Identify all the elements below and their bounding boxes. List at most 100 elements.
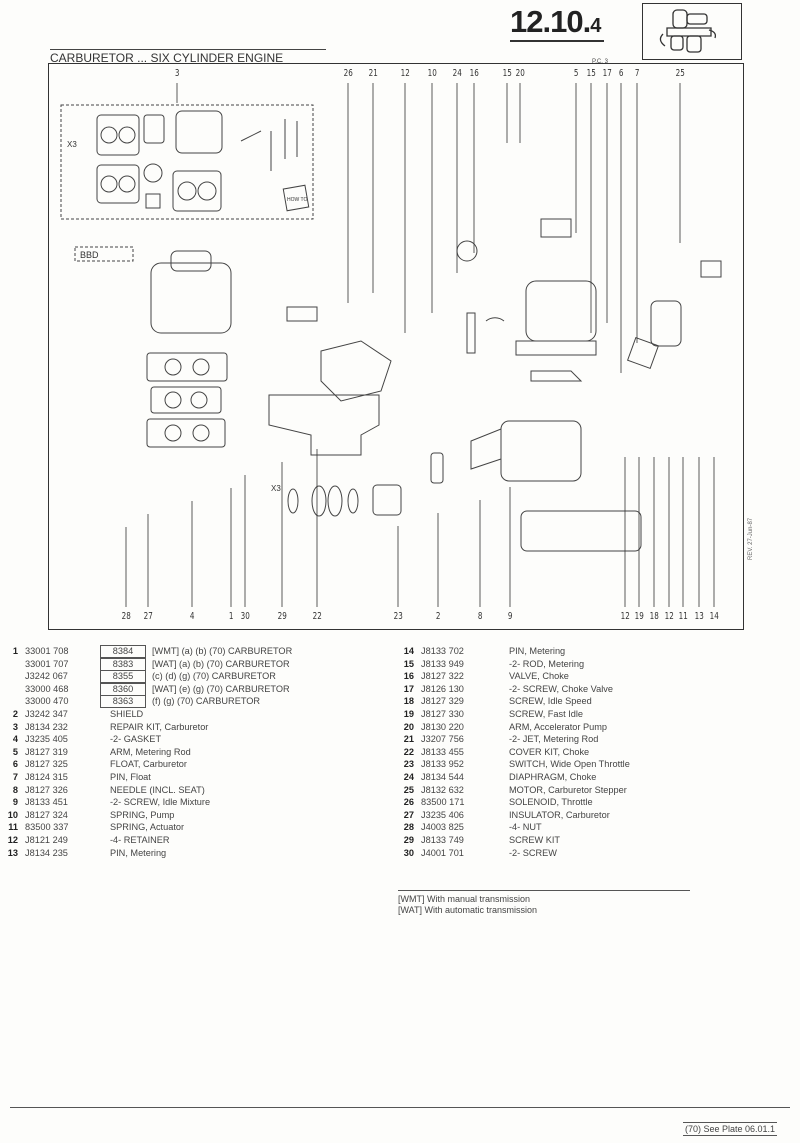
- callout-bottom: 12: [664, 611, 674, 622]
- part-description: SCREW, Idle Speed: [509, 696, 592, 707]
- part-number: J4003 825: [421, 822, 464, 833]
- page-title: CARBURETOR ... SIX CYLINDER ENGINE: [50, 49, 326, 65]
- part-number: 83500 337: [25, 822, 69, 833]
- part-number: J8133 749: [421, 835, 464, 845]
- bbd-label: BBD: [80, 250, 99, 260]
- part-description: SOLENOID, Throttle: [509, 797, 593, 808]
- callout-top: 12: [400, 68, 410, 79]
- part-number: J3242 347: [25, 709, 68, 719]
- repair-kit-box: [60, 104, 314, 220]
- item-number: 16: [403, 671, 414, 682]
- item-number: 13: [7, 847, 18, 858]
- part-description: PIN, Metering: [110, 847, 167, 858]
- callout-top: 5: [573, 68, 579, 79]
- callout-top: 21: [368, 68, 378, 79]
- callout-bottom: 18: [649, 611, 659, 622]
- item-number: 7: [12, 772, 18, 782]
- part-number: 33000 468: [25, 683, 69, 694]
- item-number: 5: [12, 746, 18, 757]
- item-number: 10: [7, 809, 18, 820]
- callout-top: 16: [469, 68, 479, 79]
- callout-top: 6: [618, 68, 624, 79]
- part-number: J3235 405: [25, 734, 68, 745]
- part-description: SWITCH, Wide Open Throttle: [509, 759, 630, 770]
- callout-bottom: 4: [189, 611, 195, 622]
- callout-top: 25: [675, 68, 685, 79]
- part-description: [WAT] (a) (b) (70) CARBURETOR: [152, 658, 290, 669]
- part-description: ARM, Metering Rod: [110, 746, 191, 757]
- item-number: 26: [403, 797, 414, 808]
- item-number: 17: [403, 683, 414, 694]
- callout-bottom: 27: [143, 611, 153, 622]
- part-description: REPAIR KIT, Carburetor: [110, 721, 209, 732]
- pc-code: P.C. 3: [592, 59, 608, 65]
- part-description: COVER KIT, Choke: [509, 746, 590, 757]
- x3-label: X3: [67, 140, 77, 149]
- part-description: -2- SCREW, Choke Valve: [509, 683, 613, 694]
- item-number: 18: [403, 696, 414, 707]
- callout-bottom: 8: [477, 611, 483, 622]
- part-description: SCREW KIT: [509, 835, 561, 845]
- footer-note: (70) See Plate 06.01.1: [683, 1122, 778, 1136]
- part-number: J3207 756: [421, 734, 464, 745]
- callout-top: 15: [502, 68, 512, 79]
- callout-bottom: 23: [393, 611, 403, 622]
- item-number: 1: [12, 646, 18, 656]
- part-number: J8134 544: [421, 772, 464, 782]
- item-number: 29: [403, 835, 414, 845]
- part-description: (f) (g) (70) CARBURETOR: [152, 696, 261, 707]
- item-number: 27: [403, 809, 414, 820]
- item-number: 30: [403, 847, 414, 858]
- callout-bottom: 30: [240, 611, 250, 622]
- callout-top: 26: [343, 68, 353, 79]
- item-number: 4: [12, 734, 18, 745]
- part-description: -2- SCREW: [509, 847, 557, 858]
- item-number: 24: [403, 772, 414, 782]
- part-number: J8127 330: [421, 709, 464, 719]
- item-number: 28: [403, 822, 414, 833]
- callout-top: 15: [586, 68, 596, 79]
- item-number: 23: [403, 759, 414, 770]
- how-to-label: HOW TO: [287, 197, 307, 203]
- divider: [10, 1107, 790, 1108]
- part-number: 83500 171: [421, 797, 465, 808]
- part-number: J3235 406: [421, 809, 464, 820]
- part-number: 33000 470: [25, 696, 69, 707]
- part-description: [WAT] (e) (g) (70) CARBURETOR: [152, 683, 290, 694]
- part-number: J3242 067: [25, 671, 68, 682]
- item-number: 6: [12, 759, 18, 770]
- part-number: J8133 451: [25, 797, 68, 808]
- part-number: J8124 315: [25, 772, 68, 782]
- item-number: 12: [7, 835, 18, 845]
- part-number: J8133 702: [421, 646, 464, 656]
- callout-top: 24: [452, 68, 462, 79]
- part-number: 33001 708: [25, 646, 69, 656]
- legend: [WMT] With manual transmission [WAT] Wit…: [398, 890, 690, 916]
- item-number: 2: [12, 709, 18, 719]
- callout-top: 20: [515, 68, 525, 79]
- part-description: -2- GASKET: [110, 734, 162, 745]
- model-code-box: 8383: [100, 657, 146, 671]
- item-number: 22: [403, 746, 414, 757]
- part-description: SPRING, Actuator: [110, 822, 185, 833]
- callout-top: 17: [602, 68, 612, 79]
- callout-top: 10: [427, 68, 437, 79]
- part-number: J8127 326: [25, 784, 68, 795]
- part-description: SCREW, Fast Idle: [509, 709, 584, 719]
- shield-shape: [268, 394, 380, 456]
- part-number: J8127 329: [421, 696, 464, 707]
- part-number: J8134 235: [25, 847, 68, 858]
- part-description: DIAPHRAGM, Choke: [509, 772, 597, 782]
- item-number: 15: [403, 658, 414, 669]
- item-number: 8: [12, 784, 18, 795]
- callout-bottom: 29: [277, 611, 287, 622]
- plate-number: 12.10.4: [510, 4, 605, 42]
- callout-top: 3: [174, 68, 180, 79]
- part-number: J8132 632: [421, 784, 464, 795]
- item-number: 11: [8, 822, 18, 833]
- callout-bottom: 1: [228, 611, 234, 622]
- part-description: -4- NUT: [509, 822, 542, 833]
- part-description: MOTOR, Carburetor Stepper: [509, 784, 627, 795]
